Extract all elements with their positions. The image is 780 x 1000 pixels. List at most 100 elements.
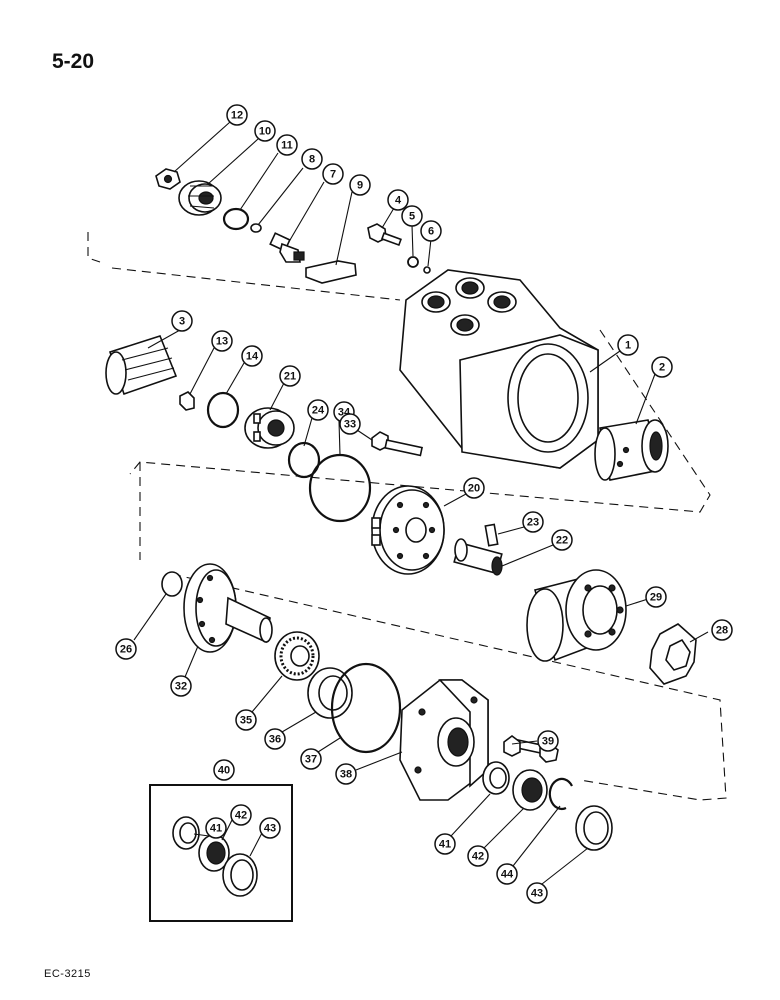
callout-c3: 3 [171,310,193,332]
callout-label: 1 [625,340,631,352]
part-flange-shaft [183,563,273,653]
callout-c9: 9 [349,174,371,196]
part-plate [305,260,357,284]
part-thrust-bearing [274,631,320,681]
callout-label: 24 [312,405,325,417]
part-o-ring-8 [250,223,262,233]
callout-c41a: 41 [205,817,227,839]
callout-c7: 7 [322,163,344,185]
callout-c40: 40 [213,759,235,781]
callout-label: 26 [120,644,132,656]
callout-label: 44 [501,869,514,881]
callout-label: 28 [716,625,728,637]
part-gerotor [526,569,627,662]
callout-c28: 28 [711,619,733,641]
part-pin-13 [179,391,195,411]
callout-label: 13 [216,336,228,348]
kit-seal-42 [198,834,230,872]
callout-label: 32 [175,681,187,693]
part-bolt-4 [367,223,402,247]
callout-c33: 33 [339,413,361,435]
kit-seal-41 [172,816,200,850]
part-end-cap [399,679,489,801]
callout-label: 7 [330,169,336,181]
kit-washer-43 [222,853,258,897]
callout-c4: 4 [387,189,409,211]
callout-label: 39 [542,736,554,748]
callout-c43b: 43 [526,882,548,904]
callout-c11: 11 [276,134,298,156]
callout-label: 23 [527,517,539,529]
callout-c29: 29 [645,586,667,608]
callout-c32: 32 [170,675,192,697]
callout-c8: 8 [301,148,323,170]
part-cap-plug [178,180,222,216]
callout-c23: 23 [522,511,544,533]
part-ball [423,266,431,274]
callout-c2: 2 [651,356,673,378]
callout-c22: 22 [551,529,573,551]
part-spool [105,335,178,396]
part-housing [399,269,599,469]
callout-label: 3 [179,316,185,328]
assembly-outline-lower [139,462,727,801]
callout-label: 8 [309,154,315,166]
callout-c42b: 42 [467,845,489,867]
part-seal-34 [308,453,372,523]
part-o-ring-37 [330,662,402,754]
callout-c44: 44 [496,863,518,885]
part-star-rotor [649,623,697,685]
part-screw [371,431,423,457]
part-ring-14 [206,391,240,429]
callout-c36: 36 [264,728,286,750]
callout-label: 22 [556,535,568,547]
callout-label: 33 [344,419,356,431]
callout-label: 36 [269,734,281,746]
callout-c6: 6 [420,220,442,242]
callout-c20: 20 [463,477,485,499]
callout-label: 14 [246,351,259,363]
callout-c1: 1 [617,334,639,356]
leader-lines [133,121,709,885]
callout-label: 11 [281,140,293,152]
figure-code: EC-3215 [44,968,91,980]
callout-c39: 39 [537,730,559,752]
part-valve [269,232,305,263]
callout-c37: 37 [300,748,322,770]
callout-c42a: 42 [230,804,252,826]
callout-c26: 26 [115,638,137,660]
part-seal-42 [512,769,548,811]
callout-label: 29 [650,592,662,604]
callout-label: 41 [210,823,222,835]
callout-label: 10 [259,126,271,138]
callout-c41b: 41 [434,833,456,855]
callout-label: 42 [472,851,484,863]
part-cap [161,571,183,597]
callout-c12: 12 [226,104,248,126]
part-o-ring-11 [222,207,250,231]
callout-c21: 21 [279,365,301,387]
callout-c35: 35 [235,709,257,731]
callout-label: 37 [305,754,317,766]
page-number: 5-20 [52,50,95,73]
callout-label: 35 [240,715,252,727]
part-washer-36 [307,667,353,719]
part-o-ring-5 [407,256,419,268]
part-washer-43 [575,805,613,851]
part-pin-23 [484,523,499,547]
callout-label: 38 [340,769,352,781]
callout-c43a: 43 [259,817,281,839]
part-bearing [244,407,295,449]
callout-label: 41 [439,839,451,851]
part-disc [371,485,445,575]
part-snap-ring [548,777,573,810]
callout-label: 42 [235,810,247,822]
assembly-outline-upper [87,232,711,513]
callout-c10: 10 [254,120,276,142]
part-sleeve [594,419,669,481]
callout-c14: 14 [241,345,263,367]
callout-label: 6 [428,226,434,238]
callout-label: 4 [395,195,402,207]
